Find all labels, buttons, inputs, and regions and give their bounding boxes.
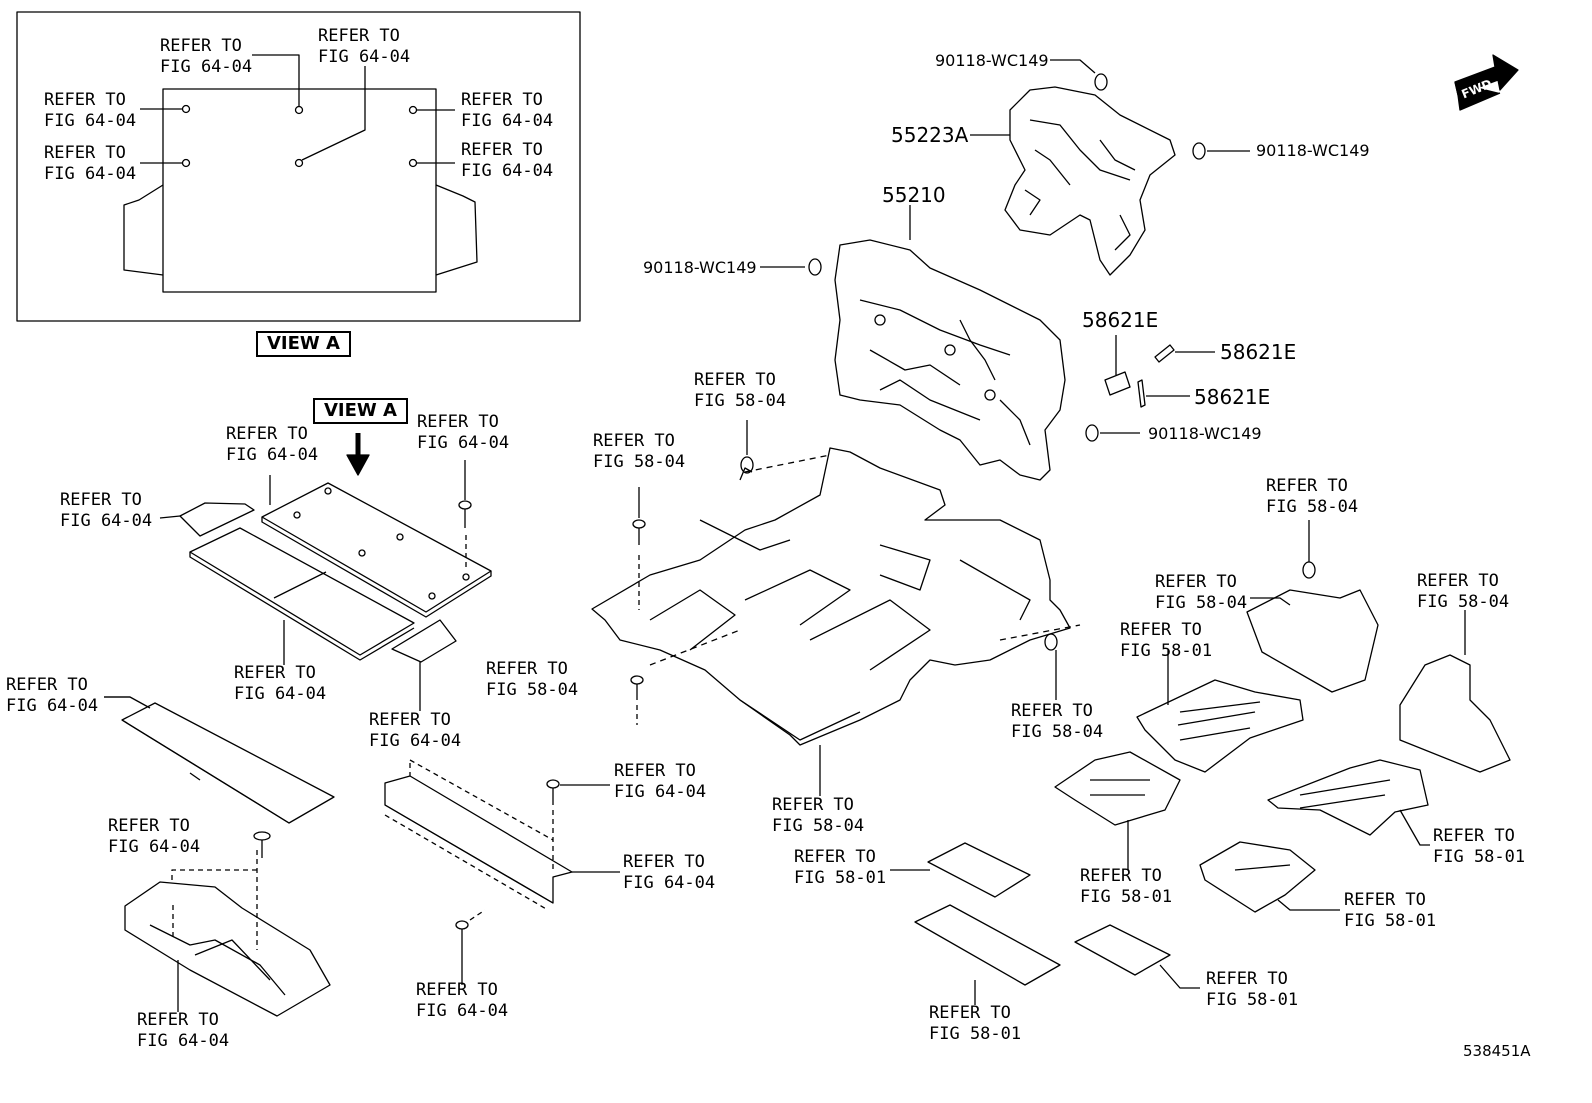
clip-screw-tray bbox=[253, 831, 271, 858]
part-number-clip-left: 90118-WC149 bbox=[643, 258, 757, 277]
silencer-dash bbox=[834, 205, 1066, 481]
refer-rear-clip-a: REFER TO FIG 64-04 bbox=[614, 761, 707, 802]
rear-floor-silencer bbox=[1246, 520, 1379, 693]
part-number-silencer-dash: 55210 bbox=[882, 183, 946, 207]
pad-58621e-c bbox=[1137, 379, 1190, 408]
floor-pad-front-b bbox=[1267, 759, 1430, 846]
carpet-clip-mid bbox=[630, 675, 644, 725]
part-number-pad-a: 58621E bbox=[1082, 308, 1159, 332]
refer-rear-silencer-grommet: REFER TO FIG 58-04 bbox=[1266, 476, 1359, 517]
trunk-side-trim-small bbox=[159, 502, 255, 537]
refer-rear-trim-board: REFER TO FIG 64-04 bbox=[623, 852, 716, 893]
refer-side-trim-small: REFER TO FIG 64-04 bbox=[60, 490, 153, 531]
floor-pad-small-b bbox=[914, 904, 1061, 1005]
refer-floor-pad-rear: REFER TO FIG 58-01 bbox=[1344, 890, 1437, 931]
view-a-callout-left-upper: REFER TO FIG 64-04 bbox=[44, 90, 137, 131]
refer-floor-carpet: REFER TO FIG 58-04 bbox=[772, 795, 865, 836]
refer-tray-clip: REFER TO FIG 64-04 bbox=[108, 816, 201, 857]
refer-tonneau-board: REFER TO FIG 64-04 bbox=[6, 675, 99, 716]
clip-screw-board bbox=[458, 460, 472, 570]
deck-tray-box bbox=[124, 850, 331, 1017]
refer-carpet-clip-mid: REFER TO FIG 58-04 bbox=[486, 659, 579, 700]
refer-carpet-grommet-top: REFER TO FIG 58-04 bbox=[694, 370, 787, 411]
part-number-silencer-upper: 55223A bbox=[891, 123, 969, 147]
trunk-floor-mat bbox=[189, 527, 415, 665]
refer-floor-pad-mid: REFER TO FIG 58-01 bbox=[1080, 866, 1173, 907]
refer-deck-tray: REFER TO FIG 64-04 bbox=[137, 1010, 230, 1051]
part-number-pad-b: 58621E bbox=[1220, 340, 1297, 364]
clip-grommet-left bbox=[760, 258, 822, 276]
silencer-upper bbox=[970, 86, 1176, 276]
floor-pad-mid bbox=[1054, 751, 1181, 870]
refer-side-silencer-right: REFER TO FIG 58-04 bbox=[1417, 571, 1510, 612]
view-a-arrow bbox=[346, 433, 370, 476]
clip-screw-rear-b bbox=[455, 909, 486, 985]
view-a-callout-top-right: REFER TO FIG 64-04 bbox=[318, 26, 411, 67]
part-number-clip-top: 90118-WC149 bbox=[935, 51, 1049, 70]
carpet-grommet-top bbox=[740, 420, 754, 474]
part-number-clip-bottom: 90118-WC149 bbox=[1148, 424, 1262, 443]
view-a-callout-right-lower: REFER TO FIG 64-04 bbox=[461, 140, 554, 181]
illustration-id: 538451A bbox=[1463, 1042, 1531, 1060]
refer-floor-pad-small-c: REFER TO FIG 58-01 bbox=[1206, 969, 1299, 1010]
side-silencer-right bbox=[1399, 610, 1511, 773]
view-a-callout-right-upper: REFER TO FIG 64-04 bbox=[461, 90, 554, 131]
floor-pad-rear bbox=[1199, 841, 1340, 913]
leader-lines bbox=[104, 696, 130, 698]
pad-58621e-b bbox=[1154, 344, 1215, 363]
trunk-floor-board bbox=[261, 475, 492, 618]
rear-trim-board bbox=[384, 759, 620, 911]
refer-floor-pad-front-b: REFER TO FIG 58-01 bbox=[1433, 826, 1526, 867]
refer-floor-pad-small-a: REFER TO FIG 58-01 bbox=[794, 847, 887, 888]
fwd-arrow-icon bbox=[1454, 54, 1519, 111]
part-number-clip-right: 90118-WC149 bbox=[1256, 141, 1370, 160]
carpet-clip-left bbox=[632, 487, 646, 610]
refer-carpet-grommet-right: REFER TO FIG 58-04 bbox=[1011, 701, 1104, 742]
clip-grommet-top bbox=[1050, 59, 1108, 91]
refer-rear-trim: REFER TO FIG 64-04 bbox=[369, 710, 462, 751]
refer-trunk-board: REFER TO FIG 64-04 bbox=[226, 424, 319, 465]
clip-screw-rear-a bbox=[546, 779, 610, 805]
part-number-pad-c: 58621E bbox=[1194, 385, 1271, 409]
view-a-frame bbox=[16, 11, 581, 322]
tonneau-board bbox=[104, 696, 335, 824]
refer-rear-clip-b: REFER TO FIG 64-04 bbox=[416, 980, 509, 1021]
refer-rear-floor-silencer: REFER TO FIG 58-04 bbox=[1155, 572, 1248, 613]
floor-pad-front-a bbox=[1136, 650, 1304, 773]
clip-grommet-lower bbox=[1085, 424, 1140, 442]
view-a-title: VIEW A bbox=[256, 331, 351, 357]
clip-grommet-right bbox=[1192, 142, 1250, 160]
carpet-grommet-right bbox=[1044, 633, 1058, 700]
trunk-rear-trim bbox=[391, 619, 457, 711]
floor-pad-small-a bbox=[890, 842, 1031, 898]
refer-floor-pad-front-a: REFER TO FIG 58-01 bbox=[1120, 620, 1213, 661]
floor-pad-small-c bbox=[1074, 924, 1200, 989]
floor-carpet bbox=[591, 447, 1081, 796]
refer-trunk-mat: REFER TO FIG 64-04 bbox=[234, 663, 327, 704]
view-a-trunk-panel bbox=[123, 54, 478, 293]
view-a-callout-top-left: REFER TO FIG 64-04 bbox=[160, 36, 253, 77]
refer-carpet-clip-left: REFER TO FIG 58-04 bbox=[593, 431, 686, 472]
refer-board-clip: REFER TO FIG 64-04 bbox=[417, 412, 510, 453]
refer-floor-pad-small-b: REFER TO FIG 58-01 bbox=[929, 1003, 1022, 1044]
view-a-callout-left-lower: REFER TO FIG 64-04 bbox=[44, 143, 137, 184]
view-a-arrow-label: VIEW A bbox=[313, 398, 408, 424]
pad-58621e-a bbox=[1104, 335, 1131, 396]
